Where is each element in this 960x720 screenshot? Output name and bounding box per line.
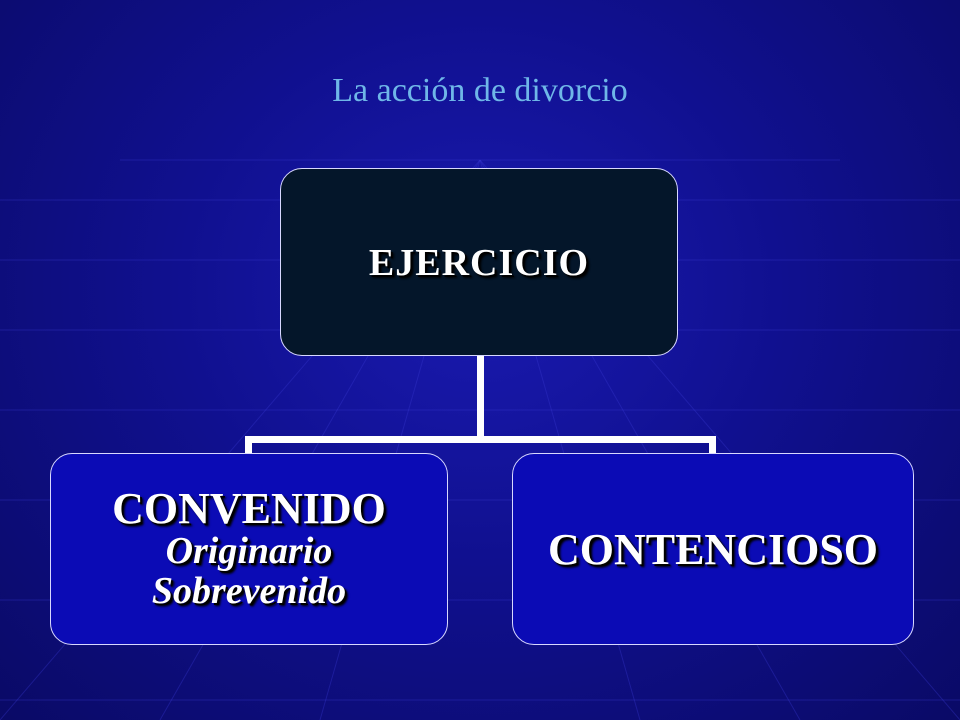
root-node-ejercicio: EJERCICIO bbox=[280, 168, 678, 356]
connector-horizontal-bar bbox=[245, 436, 716, 443]
child-node-convenido: CONVENIDO Originario Sobrevenido bbox=[50, 453, 448, 645]
child-node-convenido-sublabel-originario: Originario bbox=[165, 530, 333, 573]
connector-root-stem bbox=[477, 356, 484, 438]
child-node-convenido-sublabel-sobrevenido: Sobrevenido bbox=[151, 570, 347, 613]
root-node-label: EJERCICIO bbox=[368, 242, 590, 284]
child-node-contencioso: CONTENCIOSO bbox=[512, 453, 914, 645]
connector-left-drop bbox=[245, 436, 252, 454]
connector-right-drop bbox=[709, 436, 716, 454]
child-node-convenido-label: CONVENIDO bbox=[112, 484, 386, 534]
slide-title: La acción de divorcio bbox=[332, 72, 628, 109]
child-node-contencioso-label: CONTENCIOSO bbox=[547, 524, 879, 574]
